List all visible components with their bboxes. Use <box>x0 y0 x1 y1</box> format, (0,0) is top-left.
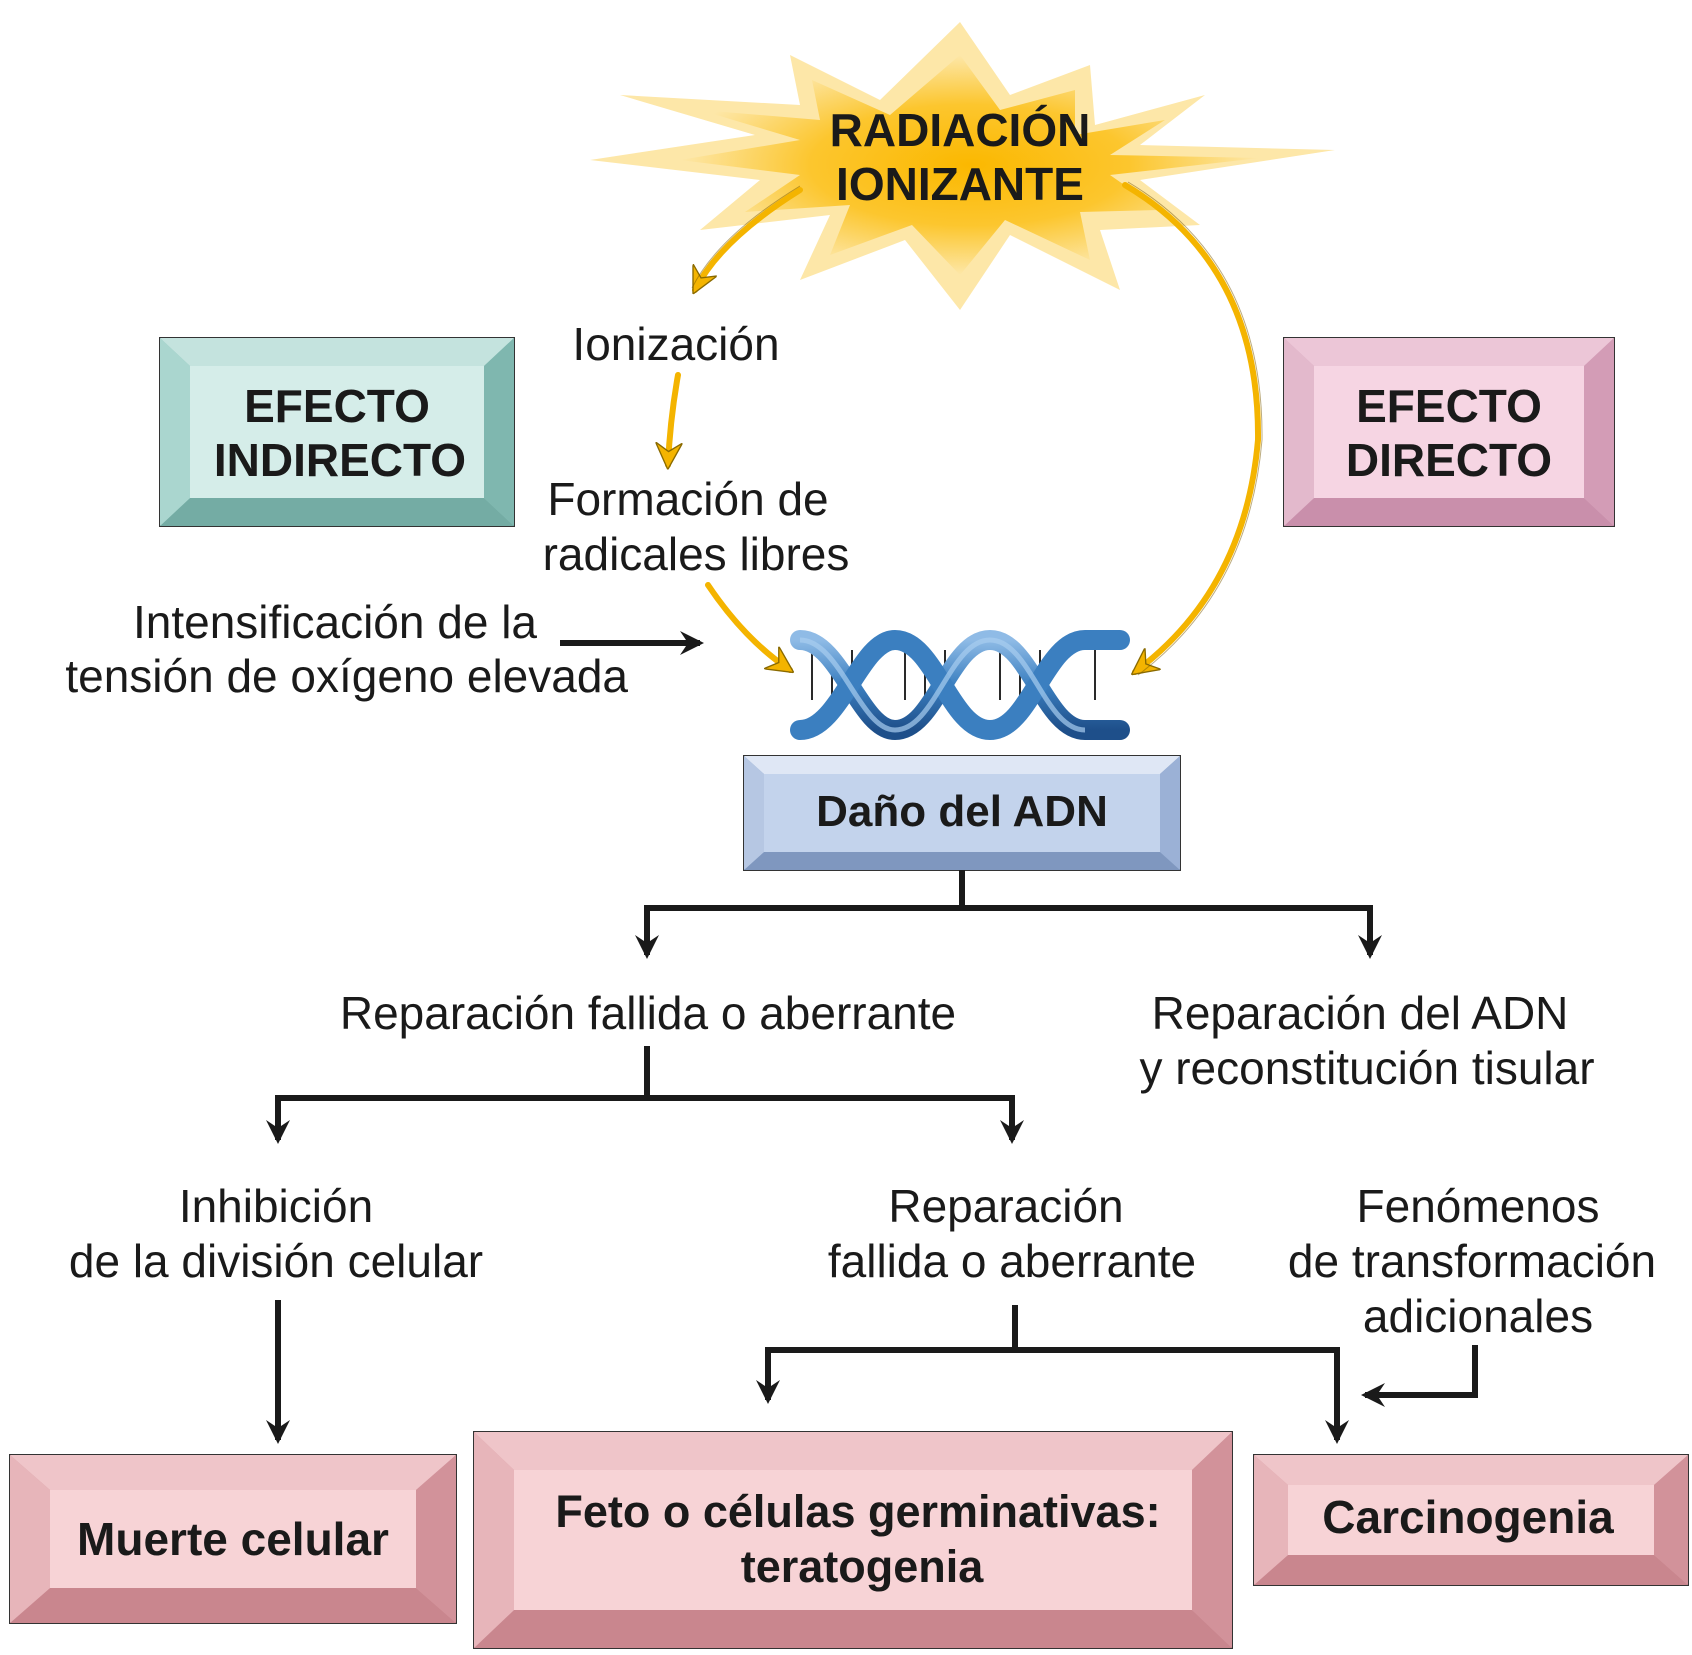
inhibition-line2: de la división celular <box>69 1235 483 1287</box>
radiation-label-line2: IONIZANTE <box>836 158 1084 210</box>
arrow-radicals-to-dna <box>705 582 790 670</box>
failed-repair-1-label: Reparación fallida o aberrante <box>340 987 956 1039</box>
free-radicals-line2: radicales libres <box>543 528 850 580</box>
arrow-radiation-to-ionization <box>692 187 803 290</box>
burst-inner-shape <box>680 55 1260 275</box>
carcinogenesis-box: Carcinogenia <box>1253 1454 1689 1586</box>
connector-dna-split <box>644 905 1373 955</box>
yellow-arrow-outlines <box>691 181 1263 676</box>
phenomena-line3: adicionales <box>1363 1290 1593 1342</box>
phenomena-line2: de transformación <box>1288 1235 1656 1287</box>
teratogenesis-line2: teratogenia <box>741 1541 985 1592</box>
dna-repair-line2: y reconstitución tisular <box>1139 1042 1594 1094</box>
carcinogenesis-label: Carcinogenia <box>1322 1491 1614 1543</box>
failed-repair-2-line2: fallida o aberrante <box>828 1235 1196 1287</box>
teratogenesis-line1: Feto o células germinativas: <box>555 1486 1160 1537</box>
dna-damage-label: Daño del ADN <box>816 787 1108 836</box>
flow-connectors <box>266 870 1478 1444</box>
phenomena-line1: Fenómenos <box>1357 1180 1600 1232</box>
arrow-ionization-to-radicals <box>668 372 678 465</box>
radiation-burst: RADIACIÓN IONIZANTE <box>590 22 1335 310</box>
dna-damage-box: Daño del ADN <box>743 755 1181 871</box>
cell-death-label: Muerte celular <box>77 1513 389 1565</box>
oxygen-line1: Intensificación de la <box>133 596 537 648</box>
teratogenesis-box: Feto o células germinativas: teratogenia <box>473 1431 1233 1649</box>
free-radicals-line1: Formación de <box>547 473 828 525</box>
arrow-phenomena-to-carcinogenesis <box>1361 1345 1478 1407</box>
dna-repair-line1: Reparación del ADN <box>1152 987 1569 1039</box>
indirect-effect-line2: INDIRECTO <box>214 434 466 486</box>
direct-effect-box: EFECTO DIRECTO <box>1283 337 1615 527</box>
direct-effect-line1: EFECTO <box>1356 380 1542 432</box>
failed-repair-2-line1: Reparación <box>888 1180 1123 1232</box>
oxygen-line2: tensión de oxígeno elevada <box>65 650 628 702</box>
inhibition-line1: Inhibición <box>179 1180 373 1232</box>
cell-death-box: Muerte celular <box>9 1454 457 1624</box>
arrow-radiation-to-dna-direct <box>1122 182 1262 672</box>
direct-effect-line2: DIRECTO <box>1346 434 1552 486</box>
ionization-label: Ionización <box>572 318 779 370</box>
yellow-arrows <box>668 182 1262 672</box>
dna-helix-icon <box>790 629 1130 741</box>
indirect-effect-line1: EFECTO <box>244 380 430 432</box>
radiation-label-line1: RADIACIÓN <box>830 104 1091 156</box>
indirect-effect-box: EFECTO INDIRECTO <box>159 337 515 527</box>
